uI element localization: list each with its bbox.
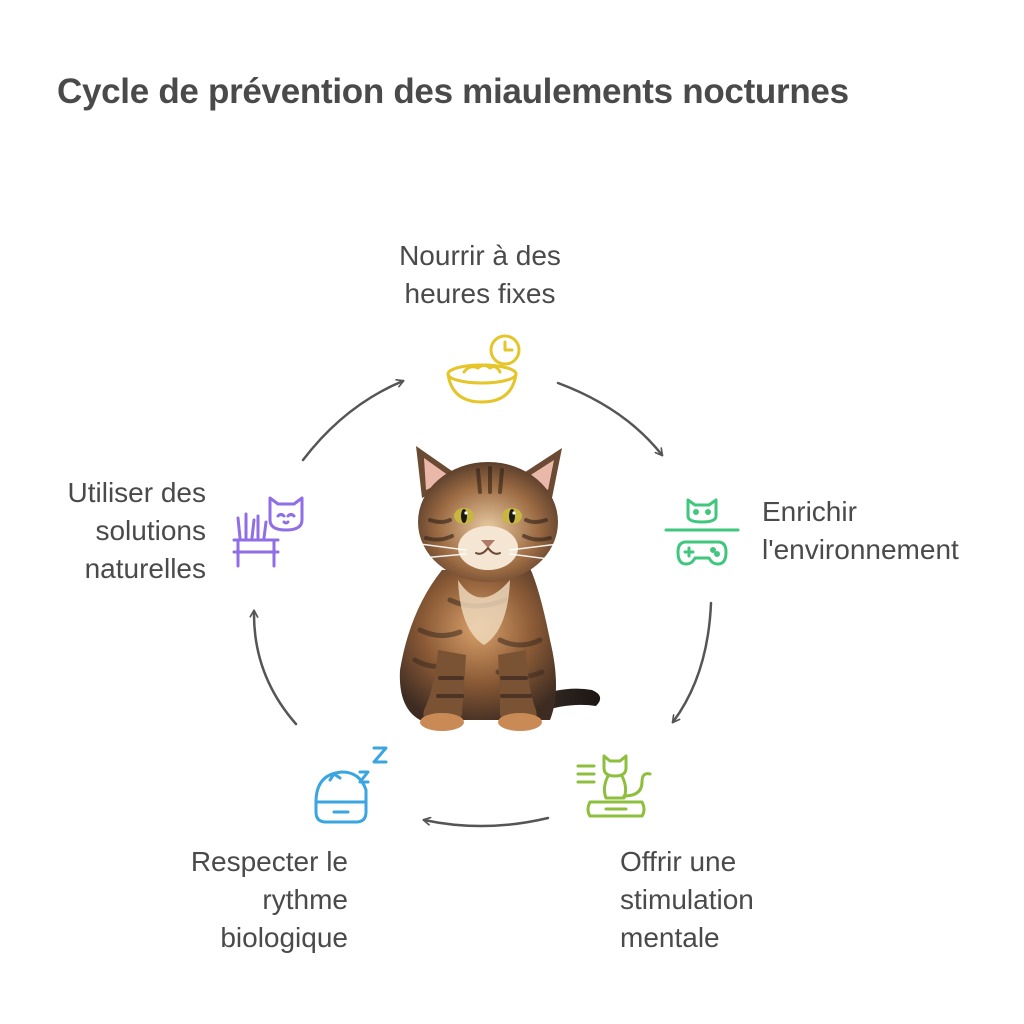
cat-scratcher-icon [576,754,652,818]
diagram-title: Cycle de prévention des miaulements noct… [57,72,849,111]
arrow-natural-to-feed [301,381,403,462]
arrow-feed-to-enrich [556,381,662,455]
arrow-enrich-to-stimulation [673,601,713,722]
arrow-stimulation-to-rhythm [424,816,550,828]
cat-left-leg [423,650,466,726]
cat-illustration [399,446,601,731]
cat-right-leg [498,650,537,726]
cat-head [418,462,558,582]
arrow-rhythm-to-natural [254,611,298,726]
sleeping-cat-bed-icon [314,746,388,824]
food-bowl-clock-icon [446,334,521,404]
cat-gamepad-icon [664,498,740,566]
cat-grass-icon [232,496,304,568]
